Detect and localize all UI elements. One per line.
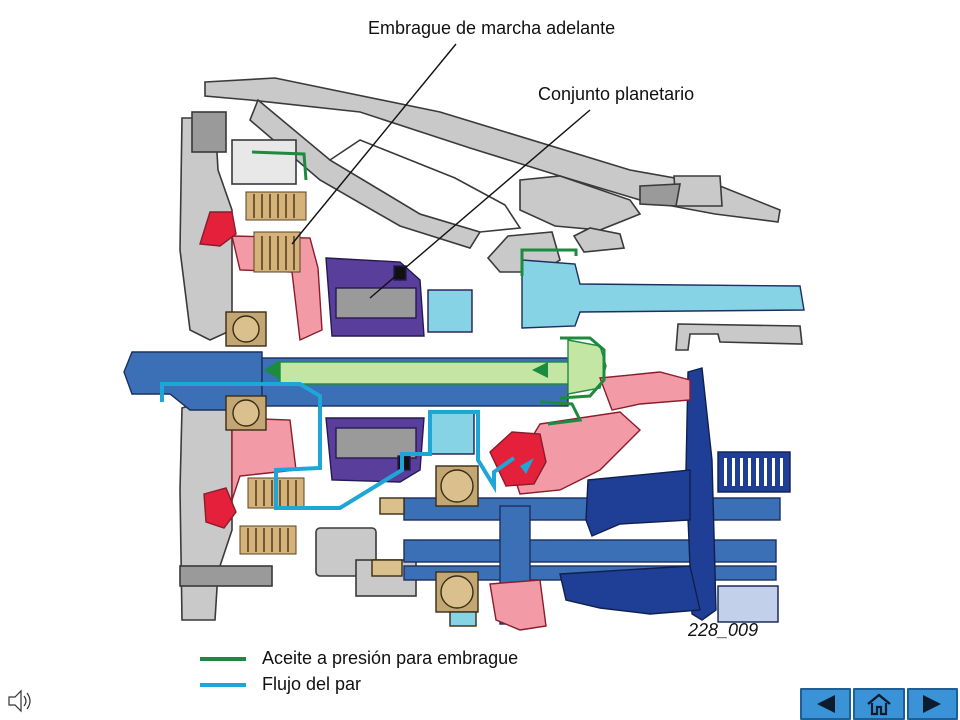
back-arrow-icon (816, 695, 835, 713)
back-button[interactable] (800, 688, 852, 720)
figure-code: 228_009 (688, 620, 759, 640)
right-housing (315, 175, 803, 597)
bearings (225, 311, 479, 627)
legend-item-clutch-oil: Aceite a presión para embrague (200, 648, 600, 670)
callout-leaders (291, 43, 591, 299)
legend-item-torque-flow: Flujo del par (200, 674, 500, 696)
forward-arrow-icon (923, 695, 942, 713)
legend-label: Aceite a presión para embrague (262, 648, 519, 668)
torque-arrows (264, 360, 548, 474)
navigation-bar (800, 688, 960, 720)
home-button[interactable] (853, 688, 905, 720)
upper-housing (204, 77, 781, 273)
forward-button[interactable] (906, 688, 958, 720)
speaker-icon[interactable] (6, 686, 36, 716)
legend-swatch-green (200, 657, 246, 661)
home-icon (867, 693, 891, 716)
torque-flow-path (160, 382, 516, 510)
callout-planetary-set: Conjunto planetario (538, 84, 695, 104)
callout-forward-clutch: Embrague de marcha adelante (368, 18, 616, 38)
legend-label: Flujo del par (262, 674, 362, 694)
legend-swatch-blue (200, 683, 246, 687)
clutch-oil-circuit (251, 150, 606, 426)
output-gear (559, 367, 791, 623)
